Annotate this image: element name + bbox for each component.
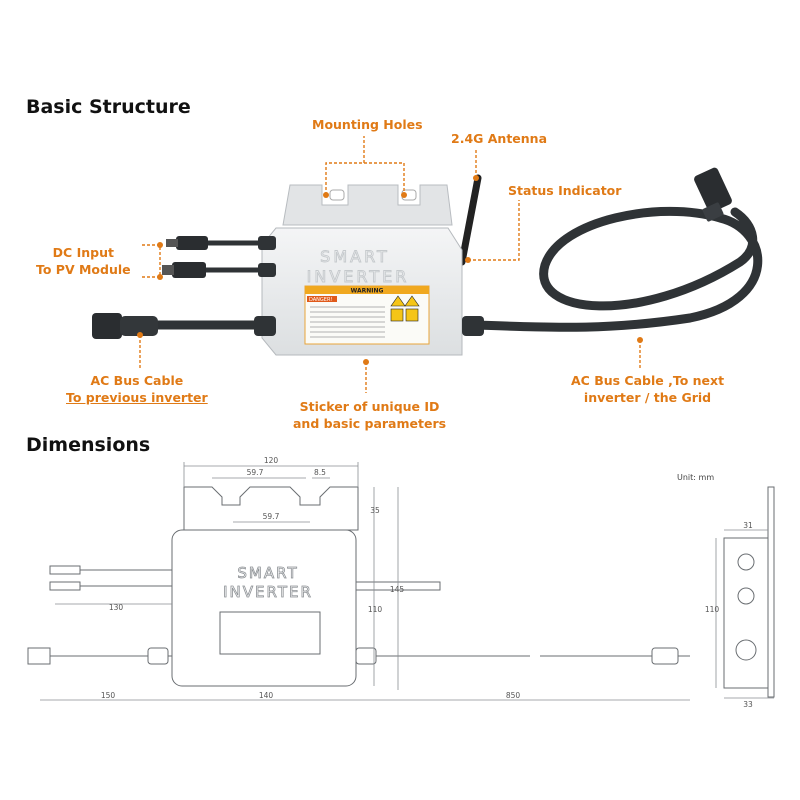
outline-plate	[183, 486, 359, 531]
device-logo-line2: INVERTER	[307, 267, 410, 286]
dim-body-width: 140	[259, 691, 274, 700]
callout-dots	[137, 175, 643, 365]
dim-side-top: 31	[743, 521, 753, 530]
danger-label: DANGER!	[309, 297, 332, 303]
dim-ac-left: 150	[101, 691, 116, 700]
callout-mounting-holes: Mounting Holes	[312, 117, 423, 132]
outline-logo-line2: INVERTER	[223, 583, 313, 601]
dim-hole-span-bottom: 59.7	[263, 512, 280, 521]
dim-hole-span-left: 59.7	[247, 468, 264, 477]
dim-ac-right: 850	[506, 691, 521, 700]
callout-ac-previous: AC Bus Cable To previous inverter	[66, 373, 208, 405]
outline-body	[171, 529, 357, 687]
warning-title: WARNING	[351, 288, 384, 295]
ac-connector-next	[694, 167, 732, 222]
callout-dc-input: DC Input To PV Module	[36, 245, 131, 277]
dim-tab-height: 35	[370, 506, 380, 515]
dim-hole-width: 8.5	[314, 468, 326, 477]
dim-width-total: 120	[264, 456, 279, 465]
dim-side-height: 110	[705, 605, 720, 614]
outline-side	[723, 537, 769, 689]
dimension-lines	[40, 462, 774, 701]
unit-label: Unit: mm	[677, 473, 715, 482]
dim-height-total: 145	[390, 585, 405, 594]
basic-structure-heading: Basic Structure	[26, 96, 191, 118]
device-logo-line1: SMART	[320, 247, 390, 266]
ac-connector-previous	[92, 313, 158, 339]
callout-antenna: 2.4G Antenna	[451, 131, 548, 146]
callout-status-indicator: Status Indicator	[508, 183, 622, 198]
ac-cable-next	[470, 206, 763, 332]
dim-dc-cable: 130	[109, 603, 124, 612]
warning-sticker: WARNING DANGER!	[304, 285, 430, 345]
callout-ac-next: AC Bus Cable ,To next inverter / the Gri…	[571, 373, 725, 405]
dim-body-height: 110	[368, 605, 383, 614]
dim-side-bottom: 33	[743, 700, 753, 709]
callout-sticker: Sticker of unique ID and basic parameter…	[293, 399, 447, 431]
callout-leaders	[139, 136, 641, 393]
antenna	[458, 174, 482, 266]
dimensions-heading: Dimensions	[26, 434, 151, 456]
dc-connector-2	[162, 262, 206, 278]
dc-connector-1	[166, 236, 208, 250]
outline-logo-line1: SMART	[237, 564, 298, 582]
mounting-plate	[282, 184, 453, 226]
